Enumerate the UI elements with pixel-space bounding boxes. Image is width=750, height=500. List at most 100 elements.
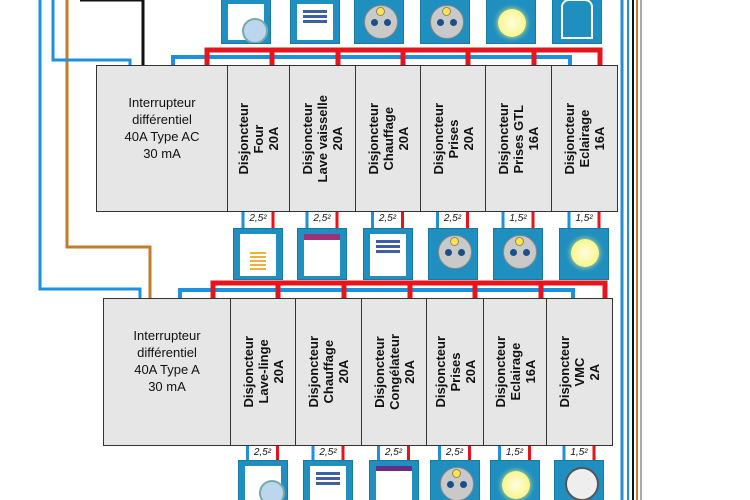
wire-section-label: 2,5² bbox=[443, 213, 462, 224]
breaker-circuit: Eclairage bbox=[577, 109, 592, 168]
breaker-circuit: Lave-linge bbox=[255, 339, 271, 405]
wire-section-label: 2,5² bbox=[313, 213, 331, 224]
breaker-label: Disjoncteur bbox=[306, 336, 321, 408]
breaker-label: Disjoncteur bbox=[562, 102, 577, 175]
wire-section-label: 1,5² bbox=[575, 213, 593, 224]
breaker-rating: 20A bbox=[460, 126, 476, 151]
radiator-icon bbox=[290, 0, 340, 44]
breaker-rating: 20A bbox=[270, 360, 286, 384]
neutral-feed-wire-2 bbox=[38, 0, 142, 298]
label-line: 40A Type A bbox=[134, 362, 200, 377]
row1-neutral-bus bbox=[171, 55, 572, 65]
breaker-circuit: Prises bbox=[445, 118, 461, 159]
socket-icon bbox=[429, 460, 480, 500]
radiator-icon bbox=[362, 228, 413, 280]
socket-icon bbox=[420, 0, 470, 44]
wire-section-label: 2,5² bbox=[445, 447, 464, 458]
label-line: 40A Type AC bbox=[124, 129, 200, 144]
label-line: Interrupteur bbox=[133, 328, 201, 343]
breaker-rating: 16A bbox=[592, 126, 607, 151]
breaker-circuit: Prises GTL bbox=[511, 104, 526, 173]
wire-section-label: 2,5² bbox=[253, 447, 272, 458]
radiator-icon bbox=[303, 460, 353, 500]
breaker-rating: 20A bbox=[462, 360, 478, 384]
breaker-circuit: VMC bbox=[572, 357, 587, 387]
light-bulb-icon bbox=[559, 228, 609, 280]
wire-section-label: 2,5² bbox=[378, 213, 397, 224]
breaker-rating: 20A bbox=[336, 360, 351, 384]
label-line: différentiel bbox=[137, 345, 197, 360]
row2-differential-switch[interactable]: Interrupteur différentiel 40A Type A 30 mA bbox=[103, 298, 231, 446]
row2-neutral-bus bbox=[178, 288, 575, 298]
wire-section-label: 2,5² bbox=[319, 447, 337, 458]
breaker-rating: 20A bbox=[395, 126, 411, 151]
label-line: 30 mA bbox=[148, 379, 186, 394]
breaker-circuit: Four bbox=[251, 124, 266, 153]
breaker-rating: 16A bbox=[526, 126, 541, 151]
wire-section-label: 2,5² bbox=[249, 213, 267, 224]
breaker-label: Disjoncteur bbox=[236, 102, 251, 175]
breaker-circuit: Congélateur bbox=[386, 334, 402, 410]
breaker-circuit: Prises bbox=[447, 352, 463, 392]
breaker-rating: 20A bbox=[401, 360, 417, 384]
wire-section-label: 1,5² bbox=[570, 447, 588, 458]
breaker-circuit: Eclairage bbox=[507, 343, 523, 401]
breaker-circuit: Chauffage bbox=[380, 106, 396, 171]
breaker-label: Disjoncteur bbox=[240, 336, 256, 408]
breaker-circuit: Lave vaisselle bbox=[315, 94, 330, 183]
breaker-rating: 16A bbox=[522, 360, 538, 384]
oven-icon bbox=[233, 228, 283, 280]
breaker-label: Disjoncteur bbox=[492, 336, 508, 408]
water-heater-icon bbox=[552, 0, 602, 44]
label-line: différentiel bbox=[132, 112, 192, 127]
socket-icon bbox=[427, 228, 478, 280]
light-bulb-icon bbox=[489, 460, 540, 500]
breaker-label: Disjoncteur bbox=[432, 336, 448, 408]
breaker-circuit: Chauffage bbox=[321, 340, 336, 404]
socket-icon bbox=[493, 228, 543, 280]
neutral-feed-wire-1 bbox=[51, 0, 132, 65]
dishwasher-icon bbox=[297, 228, 347, 280]
row1-differential-switch[interactable]: Interrupteur différentiel 40A Type AC 30 mA bbox=[96, 65, 228, 212]
breaker-rating: 20A bbox=[330, 126, 345, 151]
earth-wire bbox=[65, 0, 152, 298]
label-line: 30 mA bbox=[143, 146, 181, 161]
label-line: Interrupteur bbox=[128, 95, 196, 110]
breaker-label: Disjoncteur bbox=[365, 102, 381, 175]
phase-feed-wire-1 bbox=[80, 0, 145, 65]
freezer-icon bbox=[368, 460, 419, 500]
breaker-label: Disjoncteur bbox=[430, 102, 446, 175]
socket-icon bbox=[354, 0, 404, 44]
washing-machine-icon bbox=[221, 0, 271, 44]
fan-icon bbox=[554, 460, 604, 500]
breaker-rating: 2A bbox=[587, 363, 602, 381]
wire-section-label: 2,5² bbox=[384, 447, 403, 458]
breaker-label: Disjoncteur bbox=[557, 336, 572, 408]
breaker-label: Disjoncteur bbox=[371, 336, 387, 408]
